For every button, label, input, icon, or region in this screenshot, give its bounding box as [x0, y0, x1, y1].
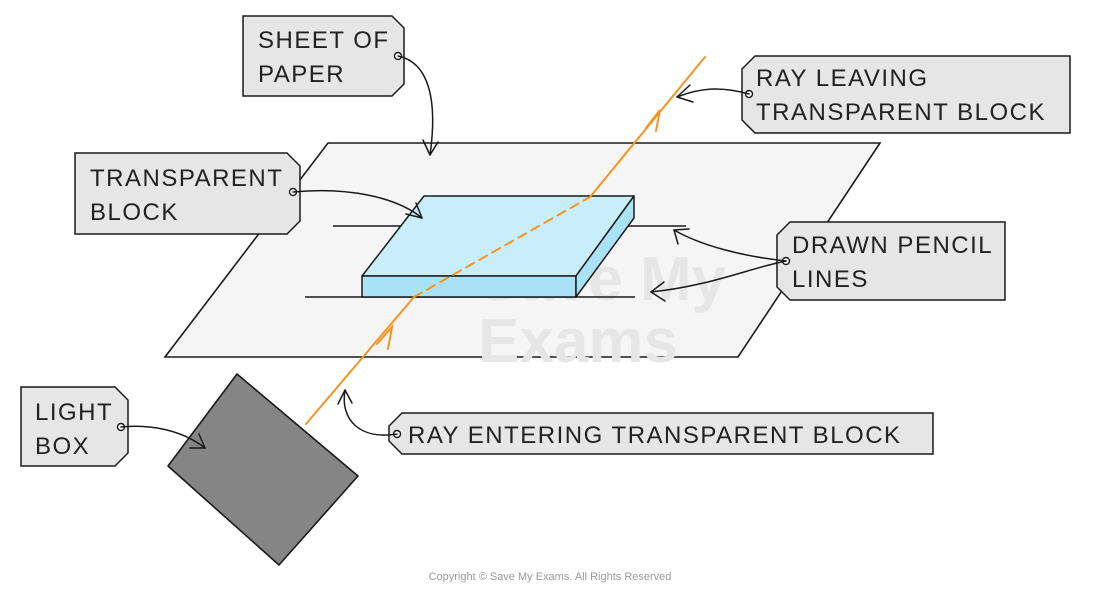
label-line-2: BLOCK: [90, 199, 179, 226]
label-line-1: LIGHT: [35, 399, 113, 426]
label-ray-leaving: RAY LEAVING TRANSPARENT BLOCK: [741, 55, 1071, 134]
tag-shape: [776, 221, 1006, 301]
arrow-light-box: [120, 425, 206, 449]
label-text: RAY ENTERING TRANSPARENT BLOCK: [408, 422, 902, 449]
arrowhead-sheet-of-paper: [422, 139, 439, 156]
arrowhead-ray-entering: [337, 389, 353, 405]
tag-shape: [20, 386, 129, 467]
arrow-ray-leaving: [676, 88, 750, 98]
label-line-1: RAY LEAVING: [756, 65, 929, 92]
arrow-transparent-block: [292, 189, 423, 219]
tag-shape: [388, 412, 934, 455]
label-line-2: TRANSPARENT BLOCK: [756, 99, 1046, 126]
arrow-ray-entering: [343, 389, 398, 436]
label-line-1: SHEET OF: [258, 27, 390, 54]
light-ray: [305, 56, 706, 425]
arrowhead-pencil-line-bottom: [650, 281, 666, 302]
pointer-arrows: [120, 55, 787, 449]
arrow-pencil-line-top: [673, 229, 787, 262]
block-side-face: [575, 195, 635, 298]
label-transparent-block: TRANSPARENT BLOCK: [74, 152, 301, 235]
arrowhead-transparent-block: [405, 202, 423, 219]
arrow-pencil-line-bottom: [650, 260, 787, 293]
tag-shape: [74, 152, 301, 235]
label-light-box: LIGHT BOX: [20, 386, 129, 467]
emergent-ray-arrowhead: [645, 109, 661, 132]
tag-shape: [242, 15, 405, 97]
tag-shape: [741, 55, 1071, 134]
arrow-sheet-of-paper: [397, 55, 434, 156]
block-front-face: [361, 275, 577, 298]
ray-inside-block: [413, 196, 591, 298]
light-box: [167, 373, 359, 566]
watermark-line-2: Exams: [478, 307, 678, 376]
label-drawn-pencil-lines: DRAWN PENCIL LINES: [776, 221, 1006, 301]
label-sheet-of-paper: SHEET OF PAPER: [242, 15, 405, 97]
incident-ray: [305, 296, 415, 425]
incident-ray-arrowhead: [376, 323, 394, 350]
label-ray-entering: RAY ENTERING TRANSPARENT BLOCK: [388, 412, 934, 455]
arrowhead-light-box: [189, 433, 206, 449]
label-line-2: BOX: [35, 433, 90, 460]
arrowhead-pencil-line-top: [673, 228, 690, 245]
label-line-1: DRAWN PENCIL: [792, 232, 993, 259]
label-line-1: TRANSPARENT: [90, 165, 283, 192]
copyright-text: Copyright © Save My Exams. All Rights Re…: [429, 571, 672, 583]
label-line-2: PAPER: [258, 61, 345, 88]
label-line-2: LINES: [792, 266, 869, 293]
arrowhead-ray-leaving: [676, 84, 694, 103]
transparent-block: [361, 195, 635, 298]
